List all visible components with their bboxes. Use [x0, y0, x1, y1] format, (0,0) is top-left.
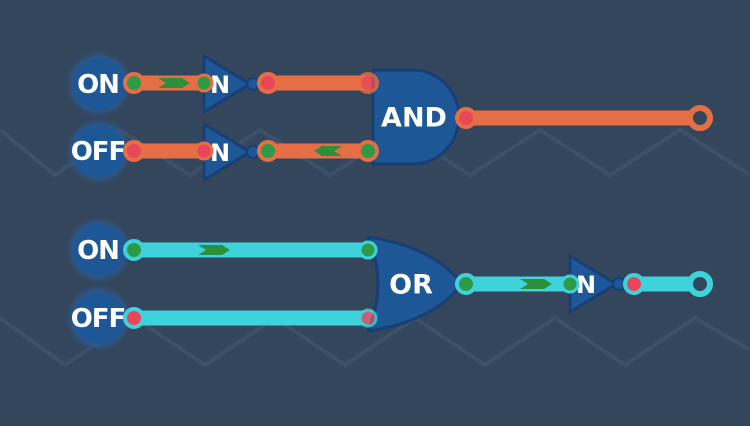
node-off [357, 72, 379, 94]
and-gate-label: AND [381, 103, 447, 134]
node-on [123, 239, 145, 261]
or-gate-label: OR [389, 270, 433, 301]
top-circuit: ON OFF N N AND [70, 54, 713, 182]
input-switch-off[interactable]: OFF [70, 122, 128, 180]
not-gate-label: N [210, 71, 230, 99]
connection-nodes [123, 72, 477, 162]
signal-arrow [520, 279, 552, 289]
node-on [257, 140, 279, 162]
node-off [623, 273, 645, 295]
output-ring-icon [687, 271, 713, 297]
node-on [358, 240, 378, 260]
and-gate[interactable]: AND [371, 68, 461, 166]
input-label: OFF [71, 137, 126, 167]
node-off [358, 308, 378, 328]
bottom-circuit: ON OFF OR N [70, 221, 713, 347]
input-switch-on[interactable]: ON [70, 221, 128, 279]
node-off [194, 141, 214, 161]
not-gate[interactable]: N [568, 254, 626, 314]
signal-arrow [198, 245, 230, 255]
or-gate[interactable]: OR [366, 235, 464, 333]
node-on [123, 72, 145, 94]
node-on [560, 274, 580, 294]
connection-nodes [123, 239, 645, 329]
node-on [194, 73, 214, 93]
node-on [455, 273, 477, 295]
signal-arrow [158, 78, 190, 88]
node-off [123, 140, 145, 162]
signal-arrow [314, 146, 342, 156]
node-off [123, 307, 145, 329]
input-label: OFF [71, 304, 126, 334]
node-off [455, 107, 477, 129]
output-ring-icon [687, 105, 713, 131]
input-switch-on[interactable]: ON [70, 55, 128, 113]
node-off [257, 72, 279, 94]
input-label: ON [77, 70, 119, 100]
not-gate-label: N [576, 271, 596, 299]
input-label: ON [77, 236, 119, 266]
input-switch-off[interactable]: OFF [70, 289, 128, 347]
not-gate-label: N [210, 139, 230, 167]
node-on [357, 140, 379, 162]
